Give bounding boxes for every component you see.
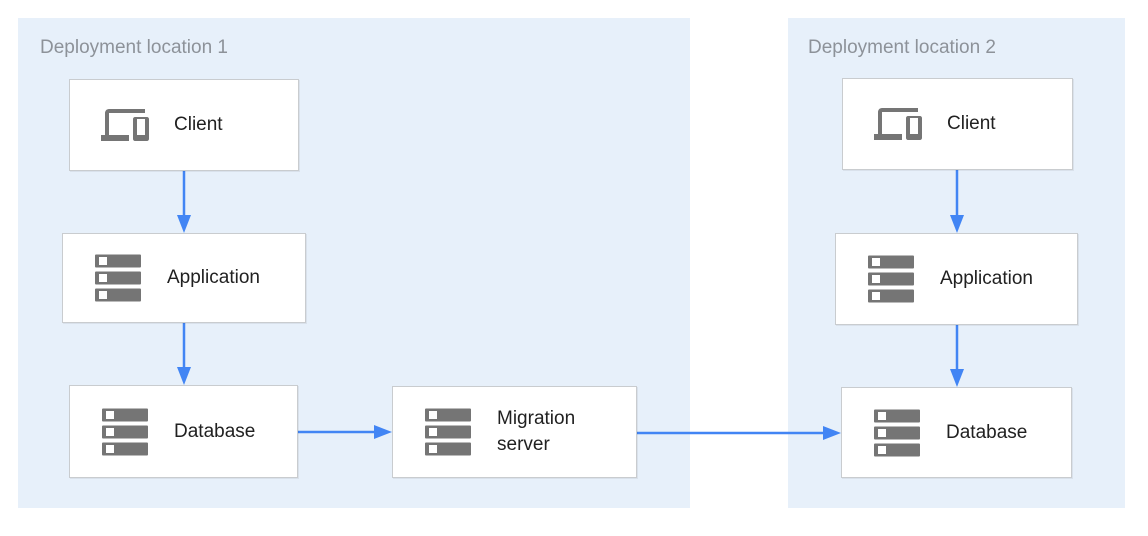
node-database-2: Database	[841, 387, 1072, 478]
node-label: Migration server	[497, 408, 576, 455]
node-label: Client	[947, 113, 996, 134]
node-migration-server: Migration server	[392, 386, 637, 478]
devices-icon	[96, 101, 154, 149]
node-database-1: Database	[69, 385, 298, 478]
server-stack-icon	[862, 255, 920, 303]
node-label: Application	[940, 268, 1033, 289]
node-label: Database	[946, 421, 1028, 443]
node-client-2: Client	[842, 78, 1073, 170]
node-label: Application	[167, 267, 260, 288]
server-stack-icon	[419, 408, 477, 456]
node-label: Client	[174, 114, 223, 135]
node-client-1: Client	[69, 79, 299, 171]
devices-icon	[869, 100, 927, 148]
node-application-2: Application	[835, 233, 1078, 325]
node-application-1: Application	[62, 233, 306, 323]
zone-label-deployment-location-1: Deployment location 1	[40, 37, 228, 58]
zone-label-deployment-location-2: Deployment location 2	[808, 37, 996, 58]
server-stack-icon	[89, 254, 147, 302]
server-stack-icon	[96, 408, 154, 456]
server-stack-icon	[868, 409, 926, 457]
node-label: Database	[174, 420, 256, 442]
